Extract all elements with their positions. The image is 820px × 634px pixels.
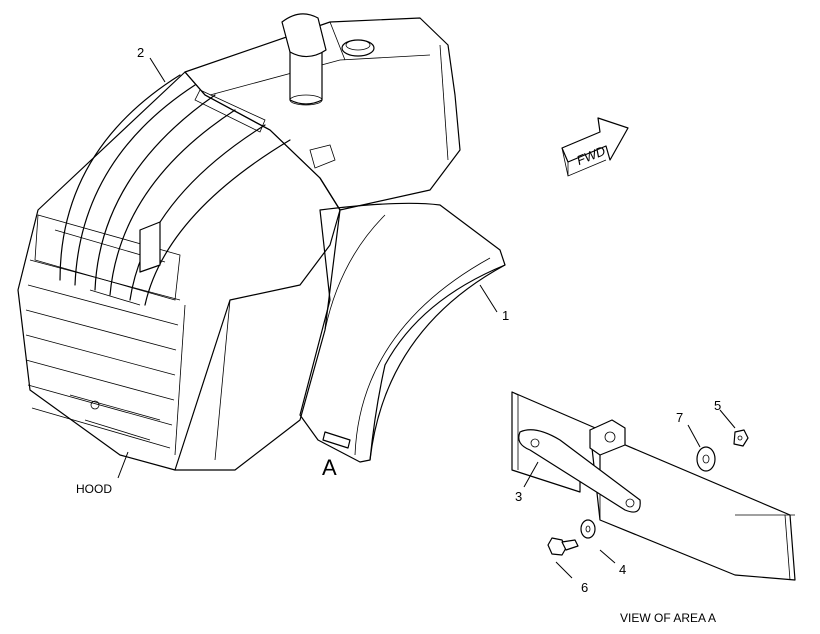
view-caption: VIEW OF AREA A [620, 611, 716, 625]
leader-lines [117, 57, 736, 579]
area-a-marker: A [322, 455, 337, 480]
callout-2: 2 [137, 45, 144, 60]
fender [299, 202, 506, 463]
callout-5: 5 [714, 398, 721, 413]
callout-3: 3 [515, 489, 522, 504]
fwd-label: FWD [574, 143, 607, 168]
area-a-detail [511, 391, 796, 581]
callout-4: 4 [619, 562, 626, 577]
forward-arrow-icon: FWD [561, 117, 629, 177]
hood-assembly [17, 13, 461, 471]
callout-1: 1 [502, 308, 509, 323]
callout-7: 7 [676, 410, 683, 425]
callout-6: 6 [581, 580, 588, 595]
hood-label: HOOD [76, 482, 112, 496]
